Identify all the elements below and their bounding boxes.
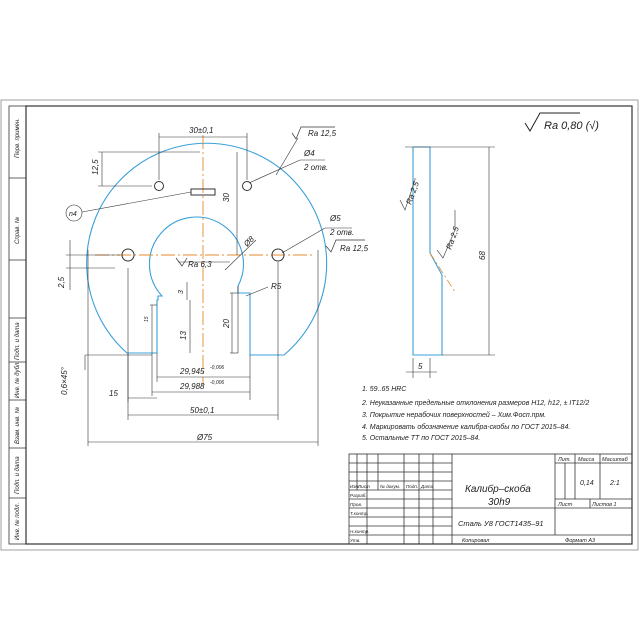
title-scale-label: Масштаб bbox=[602, 457, 629, 463]
dim-small-15: 15 bbox=[144, 316, 150, 322]
roughness-side-2: Ra 2,5 bbox=[444, 225, 461, 251]
title-material: Сталь У8 ГОСТ1435–91 bbox=[458, 519, 544, 528]
note-3: 3. Покрытие нерабочих поверхностей – Хим… bbox=[362, 411, 546, 419]
dim-13: 13 bbox=[179, 331, 188, 340]
dim-diameter-8: Ø8 bbox=[241, 234, 256, 249]
title-format: Формат А3 bbox=[565, 538, 596, 544]
side-view bbox=[399, 146, 495, 378]
dim-29-945-tol: -0,006 bbox=[210, 365, 224, 371]
tb-list: Лист bbox=[357, 484, 370, 489]
dim-29-988-tol: -0,006 bbox=[210, 380, 224, 386]
tb-utv: Утв. bbox=[350, 538, 360, 543]
note-1: 1. 59..65 HRC bbox=[362, 386, 407, 393]
dim-5: 5 bbox=[418, 362, 423, 371]
tb-prov: Пров. bbox=[350, 502, 362, 507]
general-roughness-symbol: Ra 0,80 (√) bbox=[524, 112, 599, 132]
hole-right bbox=[271, 248, 285, 262]
general-roughness-text: Ra 0,80 (√) bbox=[544, 120, 599, 132]
part-outline bbox=[86, 142, 328, 356]
dim-68: 68 bbox=[478, 251, 487, 260]
title-part-size: 30h9 bbox=[488, 497, 511, 508]
side-label-perv: Перв. примен. bbox=[15, 118, 21, 158]
title-part-name: Калибр–скоба bbox=[465, 483, 531, 495]
side-label-sprav: Справ. № bbox=[14, 216, 21, 244]
dim-diameter-4: Ø4 bbox=[303, 149, 315, 158]
title-sheet-label: Лист bbox=[557, 502, 573, 508]
title-block bbox=[348, 453, 633, 545]
roughness-6-3: Ra 6,3 bbox=[188, 260, 212, 269]
main-view bbox=[86, 135, 328, 385]
roughness-12-5-right: Ra 12,5 bbox=[340, 244, 369, 253]
side-label-inv-dubl: Инв. № дубл. bbox=[14, 361, 21, 398]
title-copied: Копировал bbox=[462, 538, 489, 544]
tb-podp: Подп. bbox=[406, 484, 418, 489]
side-label-inv-podl: Инв. № подл. bbox=[14, 503, 21, 540]
tb-izm: Изм. bbox=[350, 484, 360, 489]
tb-razrab: Разраб. bbox=[350, 493, 367, 498]
hole-left bbox=[121, 248, 135, 262]
side-label-vzam: Взам. инв. № bbox=[14, 406, 21, 444]
dim-15: 15 bbox=[109, 389, 118, 398]
note-4: 4. Маркировать обозначение калибра-скобы… bbox=[362, 423, 570, 431]
drawing-frame bbox=[25, 105, 633, 545]
pin-hole-right bbox=[242, 181, 252, 191]
title-mass: 0,14 bbox=[580, 480, 594, 487]
dim-30-tol: 30±0,1 bbox=[189, 126, 213, 135]
label-n4: n4 bbox=[69, 211, 77, 218]
dim-30-vertical: 30 bbox=[222, 193, 231, 202]
dim-diameter-5: Ø5 bbox=[329, 214, 341, 223]
title-mass-label: Масса bbox=[578, 457, 594, 463]
side-label-podp2: Подп. и дата bbox=[15, 456, 21, 494]
dim-3: 3 bbox=[178, 290, 185, 294]
dim-20: 20 bbox=[222, 319, 231, 329]
side-label-podp1: Подп. и дата bbox=[15, 322, 21, 360]
tb-tkontr: Т.контр. bbox=[350, 511, 369, 516]
dim-2-5: 2,5 bbox=[57, 276, 66, 289]
dim-2-holes-a: 2 отв. bbox=[303, 163, 328, 172]
side-stamp bbox=[8, 105, 27, 545]
tb-date: Дата bbox=[420, 484, 434, 489]
outer-sheet-border bbox=[0, 99, 639, 551]
roughness-symbols-main bbox=[175, 126, 365, 267]
dim-diameter-75: Ø75 bbox=[196, 433, 213, 442]
tb-nkontr: Н.контр. bbox=[350, 529, 369, 534]
dim-2-holes-b: 2 отв. bbox=[329, 228, 354, 237]
dim-29-988: 29,988 bbox=[179, 382, 205, 391]
title-sheets-label: Листов 1 bbox=[591, 502, 617, 508]
note-2: 2. Неуказанные предельные отклонения раз… bbox=[361, 399, 589, 407]
title-scale: 2:1 bbox=[609, 480, 620, 487]
roughness-side-1: Ra 2,5 bbox=[404, 180, 421, 206]
dim-50-tol: 50±0,1 bbox=[190, 406, 214, 415]
roughness-12-5-top: Ra 12,5 bbox=[308, 129, 337, 138]
title-lit-label: Лит. bbox=[557, 457, 571, 463]
tb-doc: № докум. bbox=[380, 484, 400, 489]
note-5: 5. Остальные ТТ по ГОСТ 2015–84. bbox=[362, 435, 480, 442]
dim-12-5: 12,5 bbox=[91, 159, 100, 175]
dimension-lines bbox=[65, 133, 352, 446]
dim-chamfer: 0,6×45° bbox=[60, 366, 69, 395]
dim-r5: R5 bbox=[271, 282, 282, 291]
dim-29-945: 29,945 bbox=[179, 367, 205, 376]
pin-hole-left bbox=[154, 181, 164, 191]
